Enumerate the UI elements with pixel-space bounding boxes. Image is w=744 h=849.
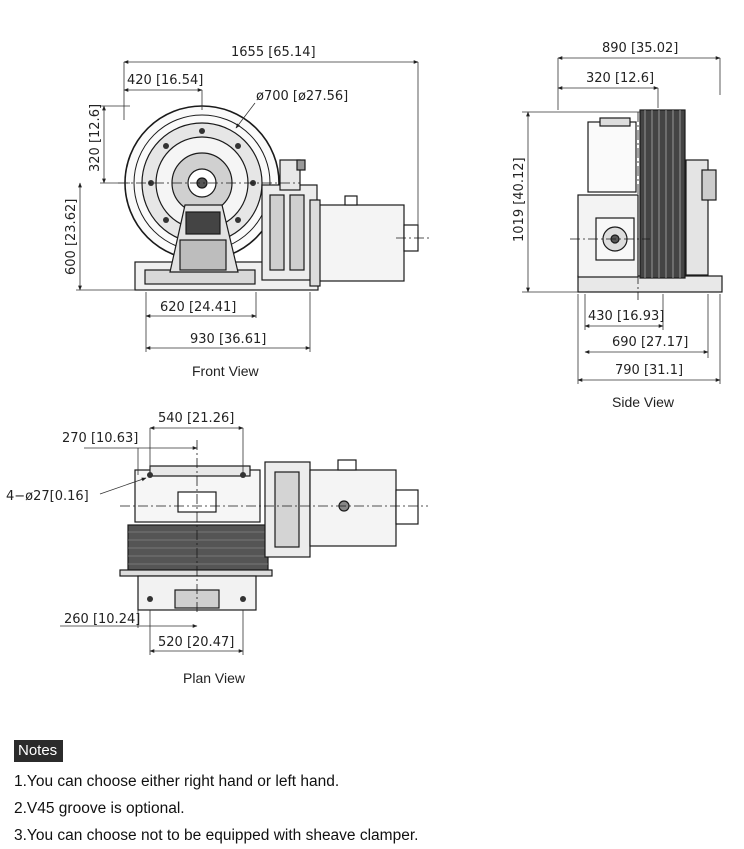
- dim-height-320: 320 [12.6]: [88, 104, 103, 172]
- dim-base-430: 430 [16.93]: [588, 309, 664, 324]
- side-dimensions: [522, 56, 721, 384]
- front-view: [118, 105, 430, 291]
- dim-mounting-holes: 4−ø27[0.16]: [6, 489, 89, 504]
- dim-plan-width-520: 520 [20.47]: [158, 635, 234, 650]
- front-dimensions: [76, 60, 419, 352]
- dim-sheave-diameter: ø700 [ø27.56]: [256, 89, 348, 104]
- technical-drawing: 1655 [65.14] 420 [16.54] ø700 [ø27.56] 3…: [6, 41, 723, 686]
- note-item-2: 2.V45 groove is optional.: [14, 800, 185, 817]
- note-item-1: 1.You can choose either right hand or le…: [14, 773, 340, 790]
- plan-view: [119, 440, 428, 615]
- side-view: [570, 109, 723, 300]
- dim-base-620: 620 [24.41]: [160, 300, 236, 315]
- dim-plan-width-540: 540 [21.26]: [158, 411, 234, 426]
- dim-depth-890: 890 [35.02]: [602, 41, 678, 56]
- dim-plan-offset-260: 260 [10.24]: [64, 612, 140, 627]
- dim-height-1019: 1019 [40.12]: [512, 157, 527, 242]
- side-view-title: Side View: [612, 394, 675, 410]
- dim-offset-320: 320 [12.6]: [586, 71, 654, 86]
- dim-overall-width: 1655 [65.14]: [231, 45, 316, 60]
- dim-height-600: 600 [23.62]: [64, 199, 79, 275]
- dim-base-790: 790 [31.1]: [615, 363, 683, 378]
- dim-base-690: 690 [27.17]: [612, 335, 688, 350]
- front-view-title: Front View: [192, 363, 260, 379]
- notes-heading: Notes: [14, 740, 64, 762]
- dim-plan-offset-270: 270 [10.63]: [62, 431, 138, 446]
- dim-base-930: 930 [36.61]: [190, 332, 266, 347]
- note-item-3: 3.You can choose not to be equipped with…: [14, 827, 419, 844]
- dim-sheave-offset: 420 [16.54]: [127, 73, 203, 88]
- plan-view-title: Plan View: [183, 670, 246, 686]
- plan-dimensions: [60, 426, 244, 655]
- notes-section: Notes 1.You can choose either right hand…: [14, 740, 734, 849]
